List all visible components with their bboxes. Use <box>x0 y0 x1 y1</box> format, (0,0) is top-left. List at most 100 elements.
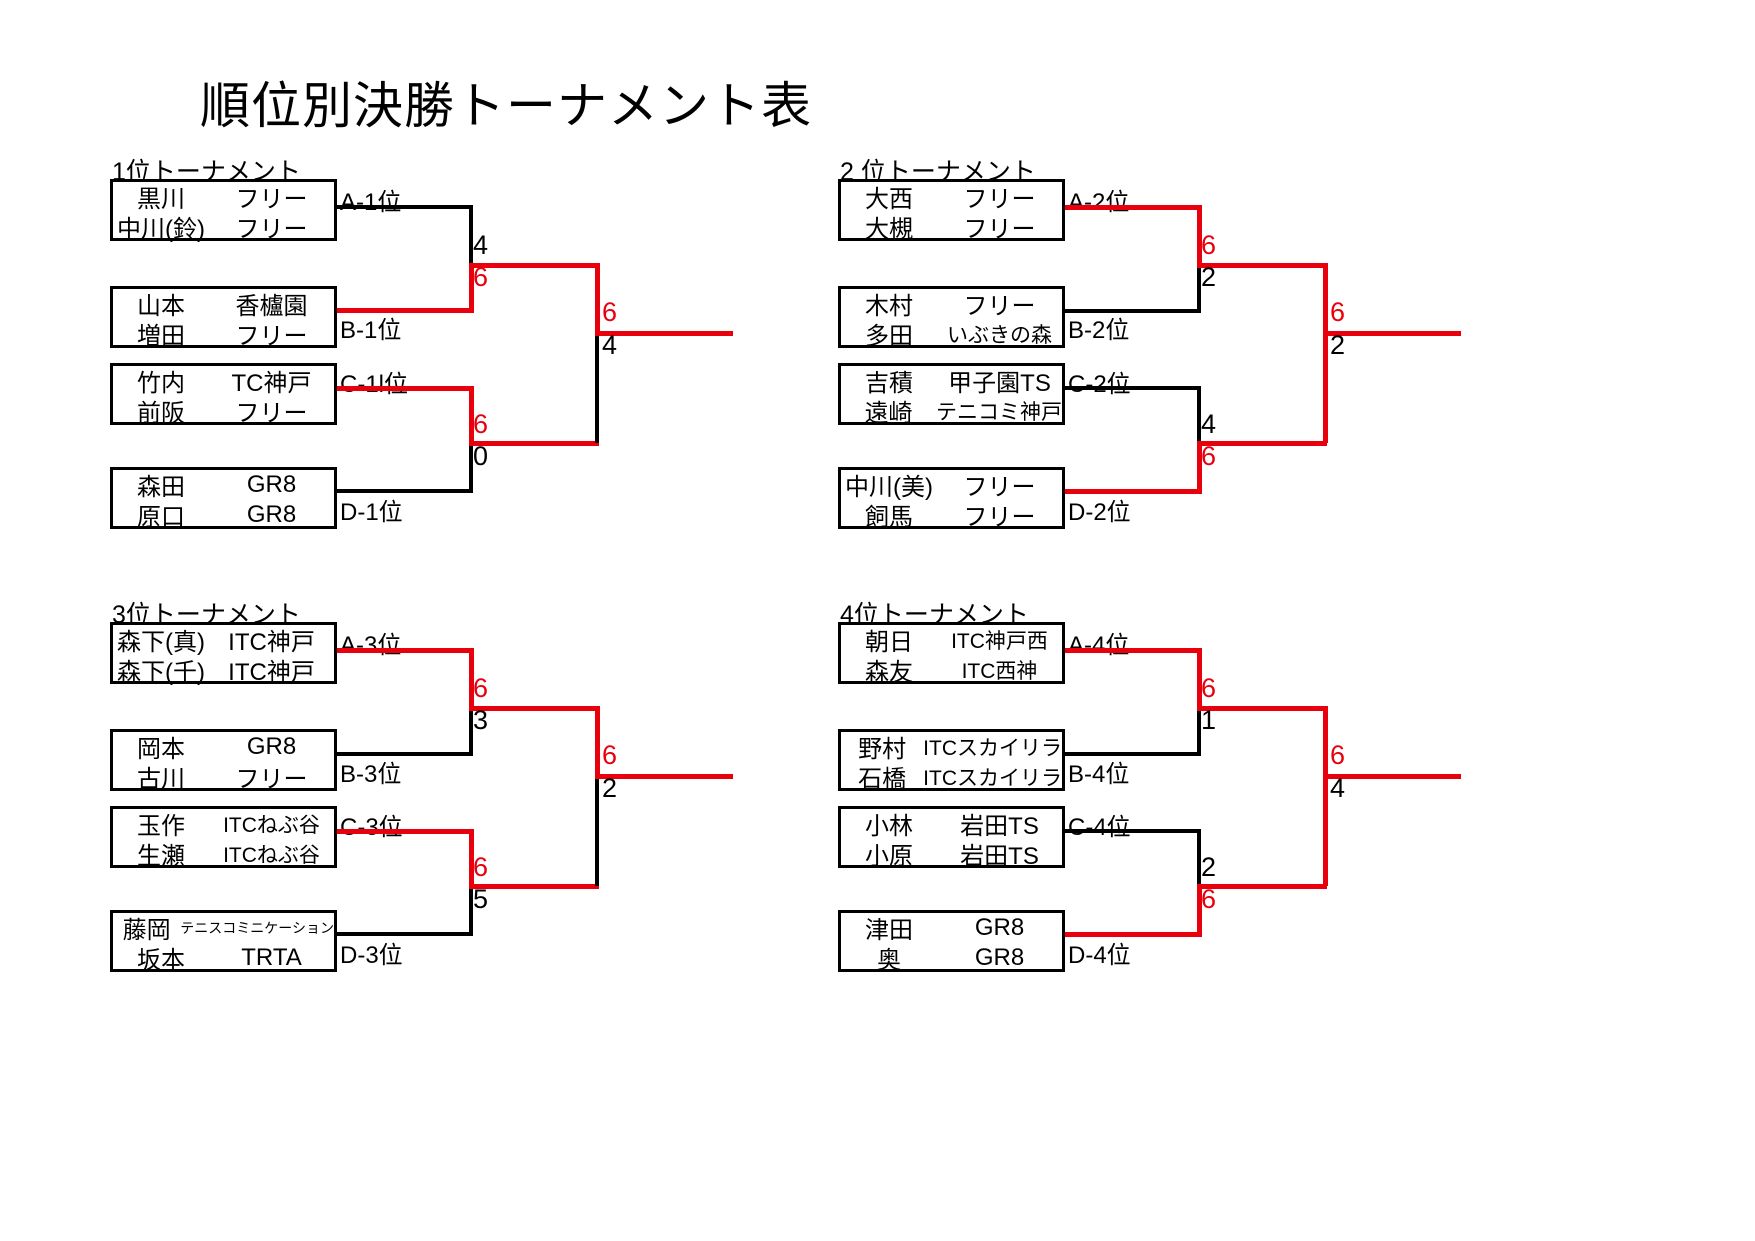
player-club: テニコミ神戸 <box>936 400 1062 424</box>
match-score: 3 <box>473 705 489 735</box>
match-score: 4 <box>602 330 618 360</box>
match-score: 6 <box>473 409 489 439</box>
player-name: 多田 <box>865 323 913 350</box>
player-name: 森田 <box>137 474 185 501</box>
seed-label: C-2位 <box>1068 371 1131 398</box>
player-club: フリー <box>235 323 308 350</box>
player-name: 中川(美) <box>845 474 933 501</box>
match-score: 2 <box>602 773 618 803</box>
connector-line <box>469 263 599 268</box>
pair-box[interactable]: 森下(真)ITC神戸 森下(千)ITC神戸 <box>110 622 337 686</box>
player-club: ITC神戸 <box>228 659 315 686</box>
player-club: フリー <box>235 400 308 427</box>
pair-box[interactable]: 山本香櫨園 増田フリー <box>110 286 337 350</box>
player-club: フリー <box>963 293 1036 320</box>
connector-line <box>469 386 474 444</box>
player-name: 増田 <box>137 323 185 350</box>
pair-box[interactable]: 中川(美)フリー 飼馬フリー <box>838 467 1065 531</box>
pair-box[interactable]: 吉積甲子園TS 遠崎テニコミ神戸 <box>838 363 1065 427</box>
player-club: ITCねぶ谷 <box>223 843 320 867</box>
connector-line <box>337 489 473 493</box>
connector-line <box>1197 884 1202 937</box>
player-club: GR8 <box>246 470 297 498</box>
player-club: ITC神戸 <box>228 629 315 656</box>
seed-label: C-3位 <box>340 814 403 841</box>
seed-label: A-4位 <box>1068 632 1130 659</box>
seed-label: A-1位 <box>340 189 402 216</box>
pair-box[interactable]: 竹内 TC神戸 前阪 フリー <box>110 363 337 427</box>
player-club: テニスコミニケーション <box>180 919 334 936</box>
seed-label: B-2位 <box>1068 317 1130 344</box>
player-name: 坂本 <box>137 947 185 974</box>
pair-box[interactable]: 黒川フリー 中川(鈴)フリー <box>110 179 337 243</box>
connector-line <box>337 829 473 834</box>
player-name: 前阪 <box>137 400 185 427</box>
match-score: 6 <box>473 673 489 703</box>
player-name: 森下(千) <box>117 659 205 686</box>
player-club: フリー <box>235 766 308 793</box>
connector-line <box>1197 706 1201 756</box>
connector-line <box>1197 648 1202 706</box>
seed-label: D-4位 <box>1068 942 1131 969</box>
seed-label: D-1位 <box>340 499 403 526</box>
player-club: TC神戸 <box>231 370 312 397</box>
match-score: 6 <box>1201 884 1217 914</box>
player-name: 森友 <box>865 659 913 686</box>
connector-line <box>469 648 474 706</box>
connector-line <box>1323 331 1328 443</box>
player-club: いぶきの森 <box>947 323 1052 347</box>
pair-box[interactable]: 大西フリー 大槻フリー <box>838 179 1065 243</box>
player-name: 生瀬 <box>137 843 185 870</box>
connector-line <box>337 752 473 756</box>
seed-label: C-4位 <box>1068 814 1131 841</box>
player-club: フリー <box>963 504 1036 531</box>
player-club: ITCスカイリラ <box>923 736 1062 760</box>
seed-label: B-4位 <box>1068 761 1130 788</box>
connector-line <box>337 932 473 936</box>
connector-line <box>1197 441 1327 446</box>
match-score: 6 <box>1201 230 1217 260</box>
player-name: 野村 <box>858 736 907 763</box>
match-score: 6 <box>473 852 489 882</box>
player-club: GR8 <box>974 913 1025 941</box>
player-name: 大西 <box>865 186 913 213</box>
connector-line <box>1065 489 1201 494</box>
connector-line <box>1197 386 1201 444</box>
match-score: 4 <box>1330 773 1346 803</box>
player-name: 木村 <box>865 293 913 320</box>
connector-line <box>595 263 600 331</box>
player-club: GR8 <box>974 943 1025 971</box>
match-score: 5 <box>473 884 489 914</box>
player-name: 黒川 <box>137 186 185 213</box>
pair-box[interactable]: 木村 フリー 多田 いぶきの森 <box>838 286 1065 350</box>
player-name: 竹内 <box>137 370 185 397</box>
connector-line <box>595 706 600 774</box>
match-score: 4 <box>473 230 489 260</box>
player-club: 甲子園TS <box>948 370 1051 397</box>
seed-label: D-2位 <box>1068 499 1131 526</box>
connector-line <box>1323 774 1461 779</box>
player-name: 奥 <box>877 947 901 974</box>
connector-line <box>1197 205 1202 263</box>
player-name: 吉積 <box>865 370 913 397</box>
connector-line <box>1197 441 1202 494</box>
connector-line <box>337 648 473 653</box>
seed-label: A-3位 <box>340 632 402 659</box>
pair-box[interactable]: 小林岩田TS 小原岩田TS <box>838 806 1065 870</box>
connector-line <box>1065 386 1201 390</box>
player-club: ITCねぶ谷 <box>223 813 320 837</box>
player-club: GR8 <box>246 732 297 760</box>
connector-line <box>1065 309 1201 313</box>
player-name: 津田 <box>865 917 913 944</box>
player-name: 小原 <box>865 843 913 870</box>
player-name: 石橋 <box>858 766 907 793</box>
player-name: 原口 <box>137 504 185 531</box>
pair-box[interactable]: 津田 GR8 奥 GR8 <box>838 910 1065 974</box>
match-score: 2 <box>1201 852 1217 882</box>
